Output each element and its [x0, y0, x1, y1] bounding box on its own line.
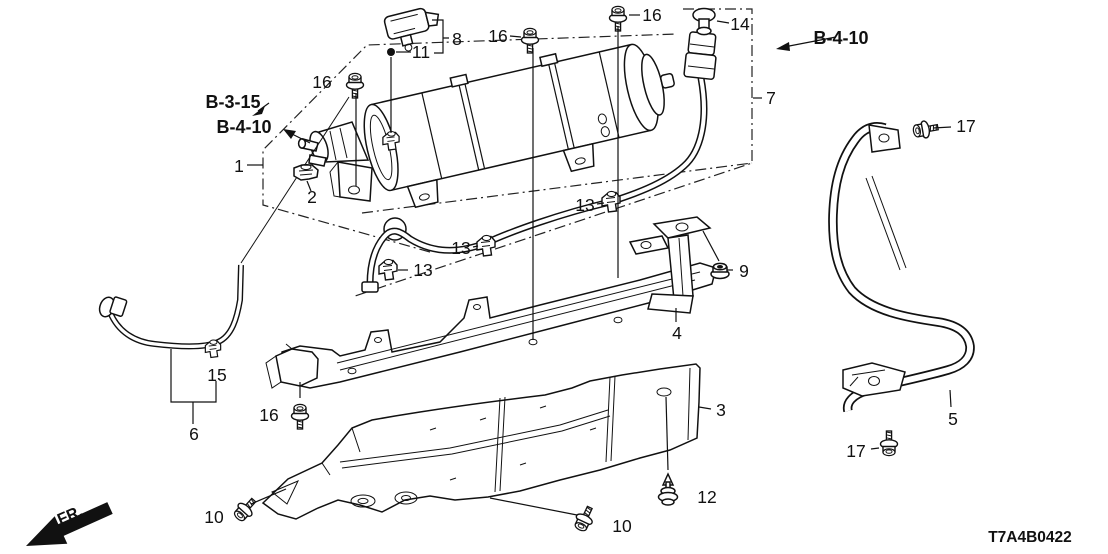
clip-2: [293, 163, 319, 181]
bolt-17-bottom: [879, 430, 899, 457]
part-label-17-bottom: 17: [846, 441, 865, 461]
bolt-16-top-a: [520, 27, 540, 54]
ref-label-b-4-10-left: B-4-10: [216, 117, 271, 137]
part-label-13-c: 13: [413, 260, 432, 280]
assembly-boundary-canister: [262, 33, 677, 253]
bolt-10-right: [570, 503, 599, 535]
cap-14: [692, 7, 716, 36]
part-label-2: 2: [307, 187, 317, 207]
ref-label-b-3-15: B-3-15: [205, 92, 260, 112]
bolt-16-left: [345, 72, 365, 99]
mounting-plate-drawing: [281, 262, 717, 389]
part-label-15: 15: [207, 365, 226, 385]
bracket-drawing: [628, 216, 712, 314]
clamp-13-c: [378, 258, 398, 281]
clip-12: [657, 472, 679, 506]
part-label-13-b: 13: [451, 238, 470, 258]
part-label-8: 8: [452, 29, 462, 49]
part-label-1: 1: [234, 156, 244, 176]
bolt-17-top: [911, 118, 940, 141]
lower-cover-drawing: [261, 363, 701, 520]
diagram-code: T7A4B0422: [988, 529, 1072, 546]
part-label-16-top-a: 16: [488, 26, 507, 46]
leader-lines: [170, 14, 952, 516]
part-label-10-left: 10: [204, 507, 224, 527]
clamp-13-b: [476, 234, 496, 257]
canister-drawing: [363, 43, 675, 209]
ref-label-b-4-10-right: B-4-10: [813, 28, 868, 48]
section-ref-arrows: [252, 36, 837, 144]
part-label-16-bottom: 16: [259, 405, 278, 425]
part-label-12: 12: [697, 487, 716, 507]
part-label-13-a: 13: [575, 195, 594, 215]
front-direction-arrow: [26, 502, 113, 546]
vent-pipe-drawing: [98, 96, 350, 350]
vent-hose-drawing: [361, 31, 717, 293]
part-label-16-top-b: 16: [642, 5, 661, 25]
bolt-16-bottom: [290, 403, 310, 430]
part-label-17-top: 17: [956, 116, 975, 136]
bolt-10-left: [230, 493, 261, 525]
part-label-6: 6: [189, 424, 199, 444]
part-label-7: 7: [766, 88, 776, 108]
hose-fitting-drawing: [683, 31, 717, 80]
nut-9: [710, 262, 730, 280]
part-label-11: 11: [412, 42, 430, 62]
part-label-5: 5: [948, 409, 958, 429]
pipe-bracket-drawing: [828, 122, 975, 413]
part-label-16-left: 16: [312, 72, 331, 92]
clamp-13-a: [601, 190, 621, 213]
part-label-3: 3: [716, 400, 726, 420]
sensor-8: [383, 7, 440, 52]
side-bracket-drawing: [265, 343, 319, 389]
grommet-11-dot: [387, 48, 395, 56]
part-label-10-right: 10: [612, 516, 632, 536]
part-label-14: 14: [730, 14, 750, 34]
part-label-9: 9: [739, 261, 749, 281]
part-label-4: 4: [672, 323, 682, 343]
